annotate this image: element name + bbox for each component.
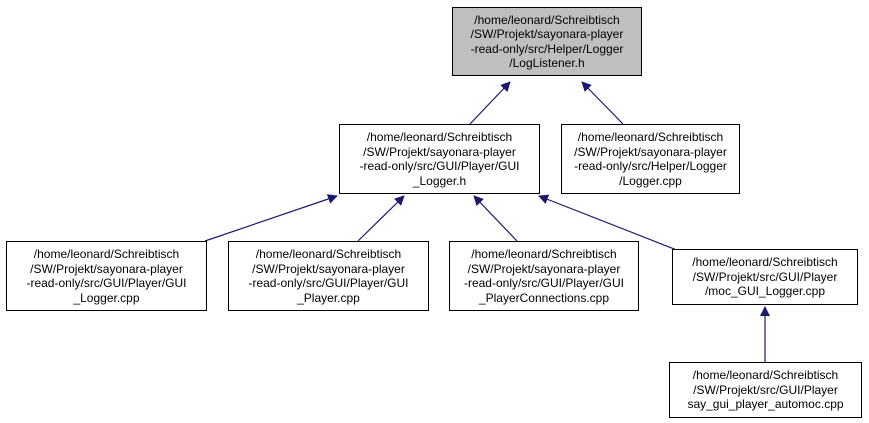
node-logger-cpp[interactable]: /home/leonard/Schreibtisch /SW/Projekt/s… (561, 124, 740, 194)
edge-logger-cpp-to-loglistener-h (581, 81, 624, 125)
node-gui-playerconnections-cpp[interactable]: /home/leonard/Schreibtisch /SW/Projekt/s… (449, 241, 639, 311)
edge-gui-logger-cpp-to-gui-logger-h (204, 194, 338, 242)
node-gui-player-cpp[interactable]: /home/leonard/Schreibtisch /SW/Projekt/s… (228, 241, 429, 311)
edge-gui-logger-h-to-loglistener-h (469, 81, 511, 125)
node-loglistener-h: /home/leonard/Schreibtisch /SW/Projekt/s… (452, 7, 642, 76)
node-moc-gui-logger-cpp[interactable]: /home/leonard/Schreibtisch /SW/Projekt/s… (672, 249, 858, 305)
edge-moc-gui-logger-cpp-to-gui-logger-h (538, 194, 693, 257)
node-gui-logger-h[interactable]: /home/leonard/Schreibtisch /SW/Projekt/s… (339, 124, 540, 194)
node-gui-logger-cpp[interactable]: /home/leonard/Schreibtisch /SW/Projekt/s… (6, 241, 207, 311)
node-say-gui-player-automoc-cpp[interactable]: /home/leonard/Schreibtisch /SW/Projekt/s… (669, 362, 862, 418)
edge-gui-player-cpp-to-gui-logger-h (357, 195, 405, 242)
edge-gui-playerconnections-cpp-to-gui-logger-h (473, 195, 518, 242)
